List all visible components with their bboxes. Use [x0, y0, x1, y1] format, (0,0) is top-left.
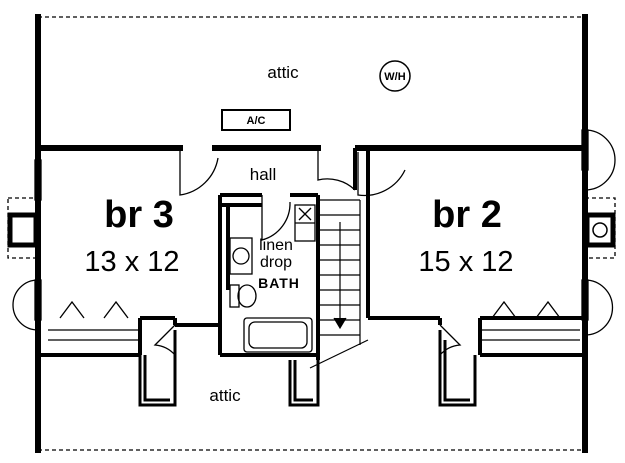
attic-top-label: attic: [267, 63, 299, 82]
lavatory: [229, 237, 253, 275]
drop-label: drop: [260, 254, 292, 271]
dormer-pockets: [138, 330, 477, 407]
roof-outline: [38, 16, 585, 451]
door-swings: [153, 150, 462, 356]
water-heater: [379, 60, 411, 92]
ac-label: A/C: [247, 115, 266, 127]
toilet-tank: [229, 284, 240, 308]
chimney-flue-right: [592, 222, 608, 238]
hall-label: hall: [250, 165, 276, 184]
closet-doors: [48, 300, 580, 341]
side-windows: [12, 129, 616, 336]
stairs: [309, 199, 369, 369]
ac-unit: [221, 109, 291, 131]
attic-bottom-label: attic: [209, 386, 241, 405]
br3-size: 13 x 12: [84, 246, 179, 278]
chimney-left: [7, 212, 39, 248]
water-heater-label: W/H: [384, 71, 405, 83]
interior-walls: [38, 148, 585, 360]
chimney-right: [584, 212, 616, 248]
br3-label: br 3: [104, 194, 174, 236]
toilet-bowl: [237, 284, 257, 308]
bath-label: BATH: [258, 275, 300, 291]
bath-fixtures: [229, 204, 316, 353]
br2-size: 15 x 12: [418, 246, 513, 278]
br2-label: br 2: [432, 194, 502, 236]
bathtub: [243, 317, 313, 353]
linen-label: linen: [259, 237, 293, 254]
